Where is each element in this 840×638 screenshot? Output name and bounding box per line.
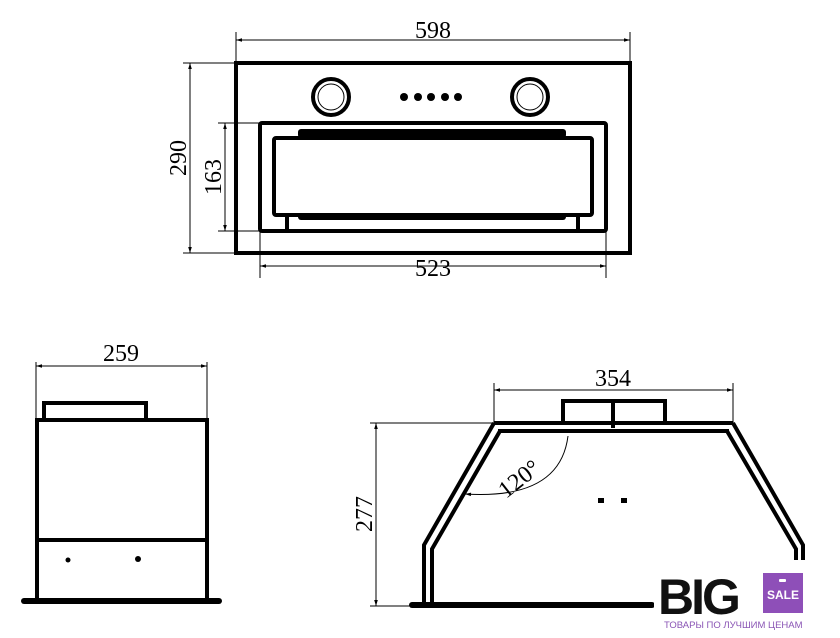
logo-tagline: ТОВАРЫ ПО ЛУЧШИМ ЦЕНАМ — [664, 620, 803, 631]
filter-panel — [272, 136, 594, 217]
side-body — [35, 418, 209, 603]
opening-frame — [258, 121, 608, 233]
dim-354: 354 — [595, 366, 631, 392]
dim-290: 290 — [166, 140, 192, 176]
dim-259: 259 — [103, 341, 139, 367]
dim-163: 163 — [201, 159, 227, 195]
front-view: 598 290 163 523 — [166, 18, 632, 282]
duct-outline — [42, 401, 148, 422]
profile-view: 120° 354 277 — [352, 366, 805, 608]
logo-badge: SALE — [767, 588, 799, 602]
knob-left-icon — [311, 77, 351, 117]
control-buttons — [400, 93, 462, 101]
dim-598: 598 — [415, 18, 451, 44]
knob-right-icon — [510, 77, 550, 117]
dim-277: 277 — [352, 496, 378, 532]
hood-outline — [234, 61, 632, 255]
dim-523: 523 — [415, 256, 451, 282]
dim-120-degrees: 120° — [494, 455, 546, 504]
big-sale-logo: BIG SALE ТОВАРЫ ПО ЛУЧШИМ ЦЕНАМ — [654, 566, 840, 638]
side-view: 259 — [21, 341, 222, 604]
logo-main: BIG — [658, 569, 738, 625]
